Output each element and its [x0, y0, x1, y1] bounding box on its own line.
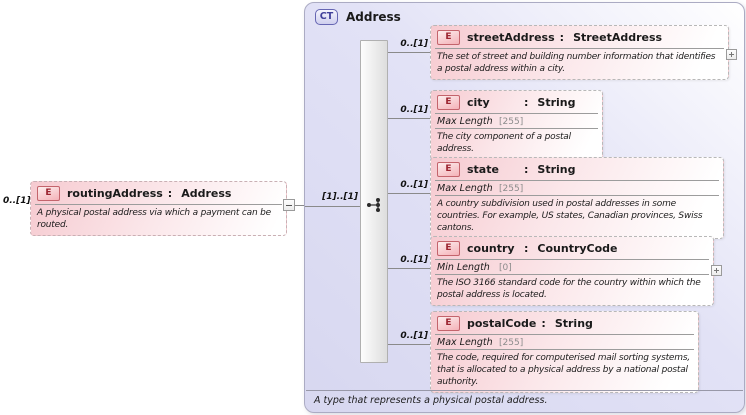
divider [435, 195, 719, 196]
divider [35, 204, 282, 205]
element-icon: E [437, 162, 460, 177]
element-name: streetAddress [467, 31, 555, 44]
element-node-postalCode[interactable]: E postalCode : String Max Length [255] T… [430, 311, 699, 393]
element-description: The set of street and building number in… [437, 52, 716, 74]
collapse-icon[interactable] [283, 199, 295, 211]
divider [435, 349, 694, 350]
element-icon: E [37, 186, 60, 201]
element-node-routingAddress[interactable]: E routingAddress : Address A physical po… [30, 181, 287, 236]
element-node-state[interactable]: E state : String Max Length [255] A coun… [430, 157, 724, 239]
colon-separator: : [524, 163, 529, 176]
element-icon: E [437, 241, 460, 256]
connector-line [388, 268, 430, 269]
element-name: state [467, 163, 499, 176]
complex-type-container[interactable]: CT Address [1]..[1] 0..[1] 0..[1] 0..[1]… [304, 2, 745, 413]
expand-icon[interactable] [711, 265, 722, 276]
connector-line [388, 118, 430, 119]
complex-type-icon: CT [315, 9, 338, 25]
expand-icon[interactable] [726, 49, 737, 60]
element-node-streetAddress[interactable]: E streetAddress : StreetAddress The set … [430, 25, 729, 80]
element-description: A country subdivision used in postal add… [437, 199, 703, 233]
divider [435, 180, 719, 181]
cardinality-label: 0..[1] [3, 196, 31, 206]
element-type: StreetAddress [573, 31, 663, 44]
element-description: The city component of a postal address. [437, 132, 571, 154]
connector-line [287, 205, 305, 206]
element-type: String [537, 96, 576, 109]
cardinality-label: 0..[1] [400, 331, 428, 341]
complex-type-annotation: A type that represents a physical postal… [306, 390, 743, 411]
element-type: CountryCode [537, 242, 618, 255]
element-icon: E [437, 30, 460, 45]
connector-line [388, 193, 430, 194]
facet-value: [0] [499, 263, 512, 273]
divider [435, 48, 724, 49]
colon-separator: : [524, 242, 529, 255]
cardinality-label: 0..[1] [400, 39, 428, 49]
element-type: String [537, 163, 576, 176]
connector-line [388, 344, 430, 345]
facet-name: Max Length [437, 183, 493, 194]
element-icon: E [437, 95, 460, 110]
facet-name: Min Length [437, 262, 490, 273]
sequence-icon [367, 198, 380, 212]
connector-line [388, 52, 430, 53]
divider [435, 113, 598, 114]
divider [435, 128, 598, 129]
sequence-bar[interactable] [360, 40, 388, 363]
facet-name: Max Length [437, 116, 493, 127]
element-node-country[interactable]: E country : CountryCode Min Length [0] T… [430, 236, 714, 306]
element-node-city[interactable]: E city : String Max Length [255] The cit… [430, 90, 603, 160]
complex-type-title: Address [346, 10, 401, 24]
colon-separator: : [559, 31, 565, 44]
cardinality-label: 0..[1] [400, 105, 428, 115]
connector-line [305, 206, 360, 207]
colon-separator: : [167, 187, 173, 200]
cardinality-label: [1]..[1] [322, 192, 358, 202]
element-name: routingAddress [67, 187, 163, 200]
divider [435, 274, 709, 275]
colon-separator: : [541, 317, 546, 330]
colon-separator: : [524, 96, 529, 109]
cardinality-label: 0..[1] [400, 180, 428, 190]
divider [435, 334, 694, 335]
element-description: A physical postal address via which a pa… [37, 208, 271, 230]
facet-value: [255] [499, 184, 524, 194]
element-description: The ISO 3166 standard code for the count… [437, 278, 701, 300]
cardinality-label: 0..[1] [400, 255, 428, 265]
facet-value: [255] [499, 338, 524, 348]
element-name: country [467, 242, 515, 255]
element-icon: E [437, 316, 460, 331]
complex-type-header: CT Address [315, 9, 401, 25]
element-name: postalCode [467, 317, 537, 330]
facet-value: [255] [499, 117, 524, 127]
element-description: The code, required for computerised mail… [437, 353, 690, 387]
facet-name: Max Length [437, 337, 493, 348]
element-type: Address [181, 187, 232, 200]
divider [435, 259, 709, 260]
element-name: city [467, 96, 490, 109]
element-type: String [554, 317, 593, 330]
